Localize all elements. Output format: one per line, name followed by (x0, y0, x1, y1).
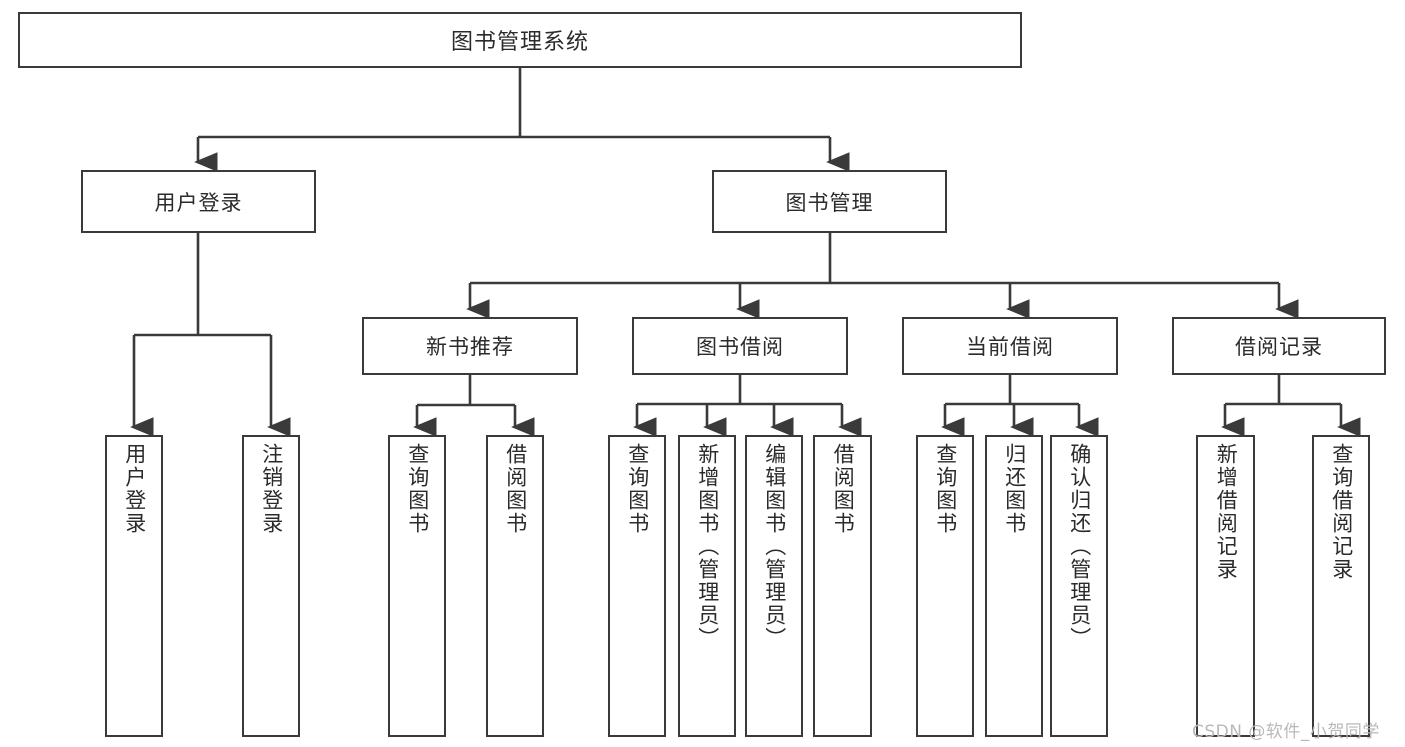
node-label: 查询图书 (625, 443, 650, 535)
leaf-query-borrowing-record[interactable]: 查询借阅记录 (1312, 435, 1370, 737)
node-borrowing-records[interactable]: 借阅记录 (1172, 317, 1386, 375)
leaf-query-books-current[interactable]: 查询图书 (916, 435, 974, 737)
node-book-borrowing[interactable]: 图书借阅 (632, 317, 848, 375)
leaf-borrow-books-borrowing[interactable]: 借阅图书 (813, 435, 872, 737)
node-label: 查询借阅记录 (1329, 443, 1354, 581)
leaf-add-borrowing-record[interactable]: 新增借阅记录 (1196, 435, 1255, 737)
node-label: 图书管理 (785, 190, 874, 215)
leaf-borrow-books-recommendation[interactable]: 借阅图书 (486, 435, 544, 737)
node-label: 借阅记录 (1235, 335, 1323, 359)
leaf-logout[interactable]: 注销登录 (242, 435, 300, 737)
leaf-user-login[interactable]: 用户登录 (105, 435, 163, 737)
node-label: 图书借阅 (696, 335, 784, 359)
node-root-system[interactable]: 图书管理系统 (18, 12, 1022, 68)
node-label: 注销登录 (259, 443, 284, 535)
node-label: 新增借阅记录 (1214, 443, 1239, 581)
node-label: 新增图书（管理员） (695, 443, 720, 650)
leaf-confirm-return-admin[interactable]: 确认归还（管理员） (1050, 435, 1108, 737)
node-label: 确认归还（管理员） (1067, 443, 1092, 650)
leaf-query-books-recommendation[interactable]: 查询图书 (388, 435, 446, 737)
node-label: 用户登录 (154, 190, 243, 215)
node-book-management[interactable]: 图书管理 (712, 170, 947, 233)
node-label: 归还图书 (1002, 443, 1027, 535)
node-label: 图书管理系统 (450, 30, 589, 55)
node-label: 当前借阅 (966, 335, 1054, 359)
node-user-login[interactable]: 用户登录 (81, 170, 316, 233)
leaf-query-books-borrowing[interactable]: 查询图书 (608, 435, 666, 737)
node-new-book-recommendation[interactable]: 新书推荐 (362, 317, 578, 375)
node-label: 借阅图书 (831, 443, 856, 535)
csdn-watermark: CSDN @软件_小贺同学 (1192, 722, 1380, 742)
node-label: 查询图书 (933, 443, 958, 535)
leaf-return-books[interactable]: 归还图书 (985, 435, 1043, 737)
node-label: 编辑图书（管理员） (762, 443, 787, 650)
leaf-edit-book-admin[interactable]: 编辑图书（管理员） (745, 435, 803, 737)
node-label: 查询图书 (405, 443, 430, 535)
node-label: 借阅图书 (503, 443, 528, 535)
node-label: 用户登录 (122, 443, 147, 535)
node-label: 新书推荐 (426, 335, 514, 359)
leaf-add-book-admin[interactable]: 新增图书（管理员） (678, 435, 736, 737)
node-current-borrowing[interactable]: 当前借阅 (902, 317, 1118, 375)
